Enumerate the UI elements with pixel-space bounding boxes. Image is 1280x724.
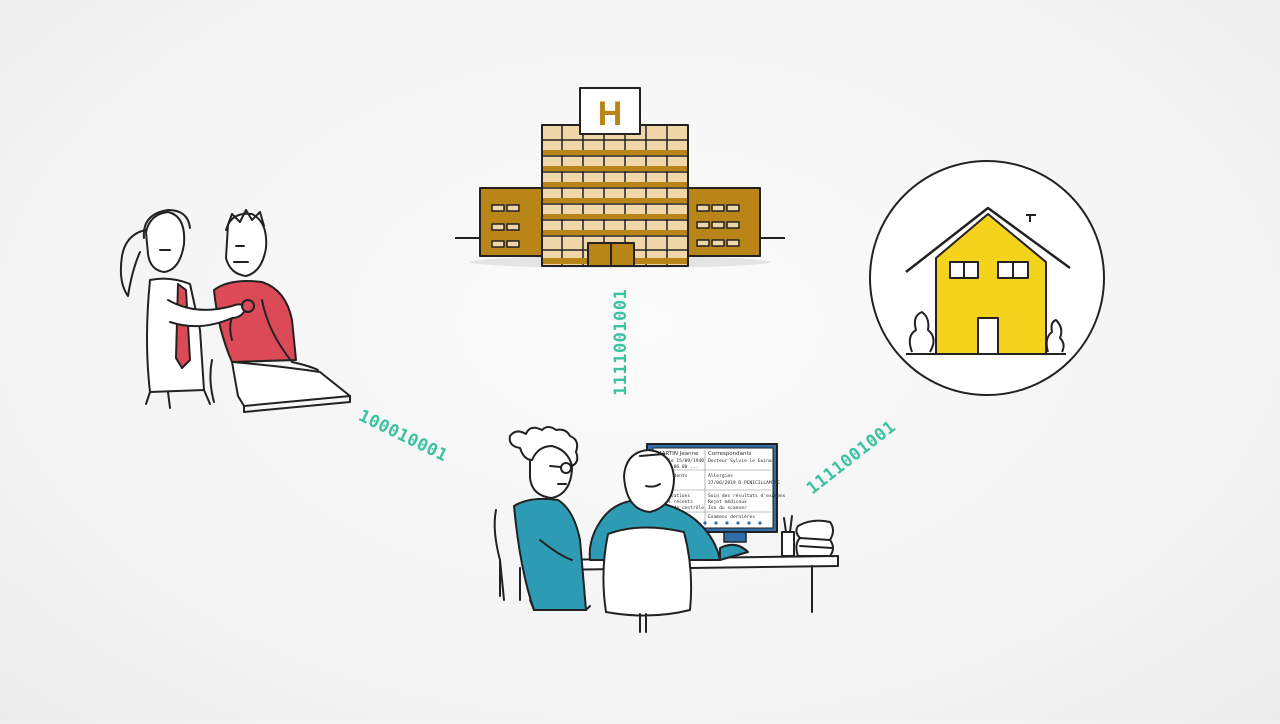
hospital-building: H [455,87,785,268]
screen-line7-left: Prise de contrôle [657,504,704,511]
hospital-sign-letter: H [598,95,623,133]
screen-line5-left: Observations [657,493,690,499]
screen-header-right: Correspondants [708,451,752,457]
screen-line5-right: Soin des résultats d'examens [708,492,786,499]
screen-line8-right: Examens dernières [708,513,755,520]
screen-line4-right: 27/06/2019 D-PENICILLAMINE [708,480,780,486]
screen-line2-left: Tél : 06 00 ... [657,463,699,470]
screen-header-left: MARTIN Jeanne [657,451,699,457]
link-hospital-office-label: 1111001001 [611,288,631,396]
screen-line6-right: Rejet médicaux [708,498,747,505]
screen-line1-left: née le 15/09/1940 [657,457,704,464]
office-workstation: MARTIN Jeanne Correspondants née le 15/0… [493,426,839,633]
screen-line6-left: Soins récents [657,498,693,505]
home-circle [869,160,1105,396]
doctor-examining-patient [119,209,351,413]
screen-line7-right: Iso du scanner [708,505,747,511]
screen-line3-right: Allergies [708,473,733,479]
screen-line1-right: Docteur Sylvie le Guinar [708,458,775,464]
